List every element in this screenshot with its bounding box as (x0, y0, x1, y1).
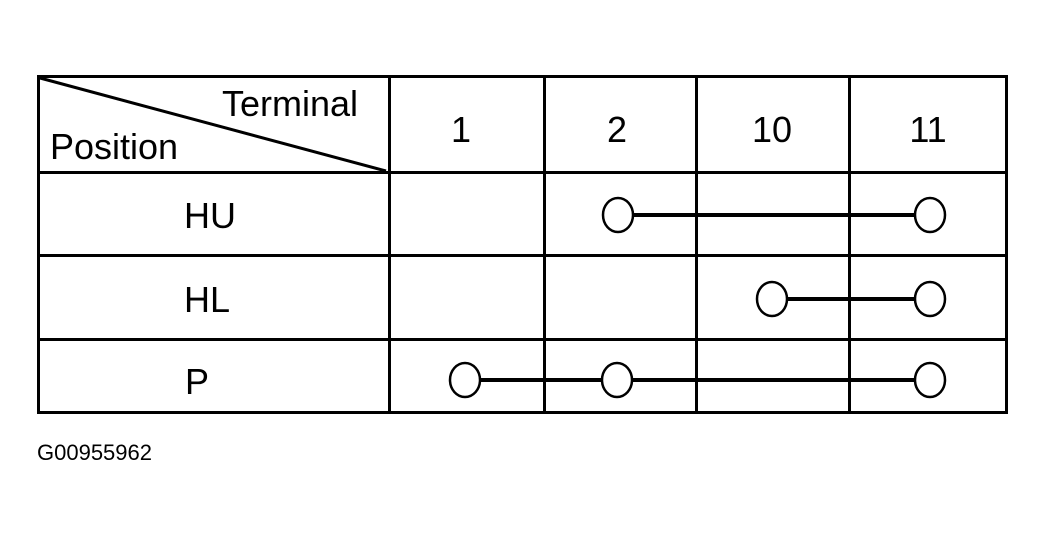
row-divider (40, 338, 1005, 341)
position-hu: HU (184, 195, 236, 236)
terminal-node (601, 196, 635, 234)
position-hl: HL (183, 279, 231, 320)
column-divider (388, 78, 391, 411)
terminal-label: Terminal (222, 83, 359, 124)
connection-hl (755, 280, 947, 318)
row-divider (40, 254, 1005, 257)
column-divider (848, 78, 851, 411)
terminal-node (755, 280, 789, 318)
terminal-node (913, 280, 947, 318)
figure-code: G00955962 (37, 440, 152, 465)
terminal-header-1: 1 (450, 109, 472, 150)
column-divider (695, 78, 698, 411)
connection-p (448, 361, 947, 399)
terminal-header-11: 11 (909, 109, 947, 150)
column-divider (543, 78, 546, 411)
connection-hu (601, 196, 947, 234)
terminal-node (600, 361, 634, 399)
terminal-header-2: 2 (606, 109, 628, 150)
header-divider (40, 171, 1005, 174)
continuity-table (37, 75, 1008, 414)
position-label: Position (50, 126, 179, 167)
terminal-header-10: 10 (751, 109, 793, 150)
corner-diagonal (39, 76, 387, 173)
terminal-node (913, 196, 947, 234)
terminal-node (913, 361, 947, 399)
terminal-node (448, 361, 482, 399)
position-p: P (184, 361, 210, 402)
